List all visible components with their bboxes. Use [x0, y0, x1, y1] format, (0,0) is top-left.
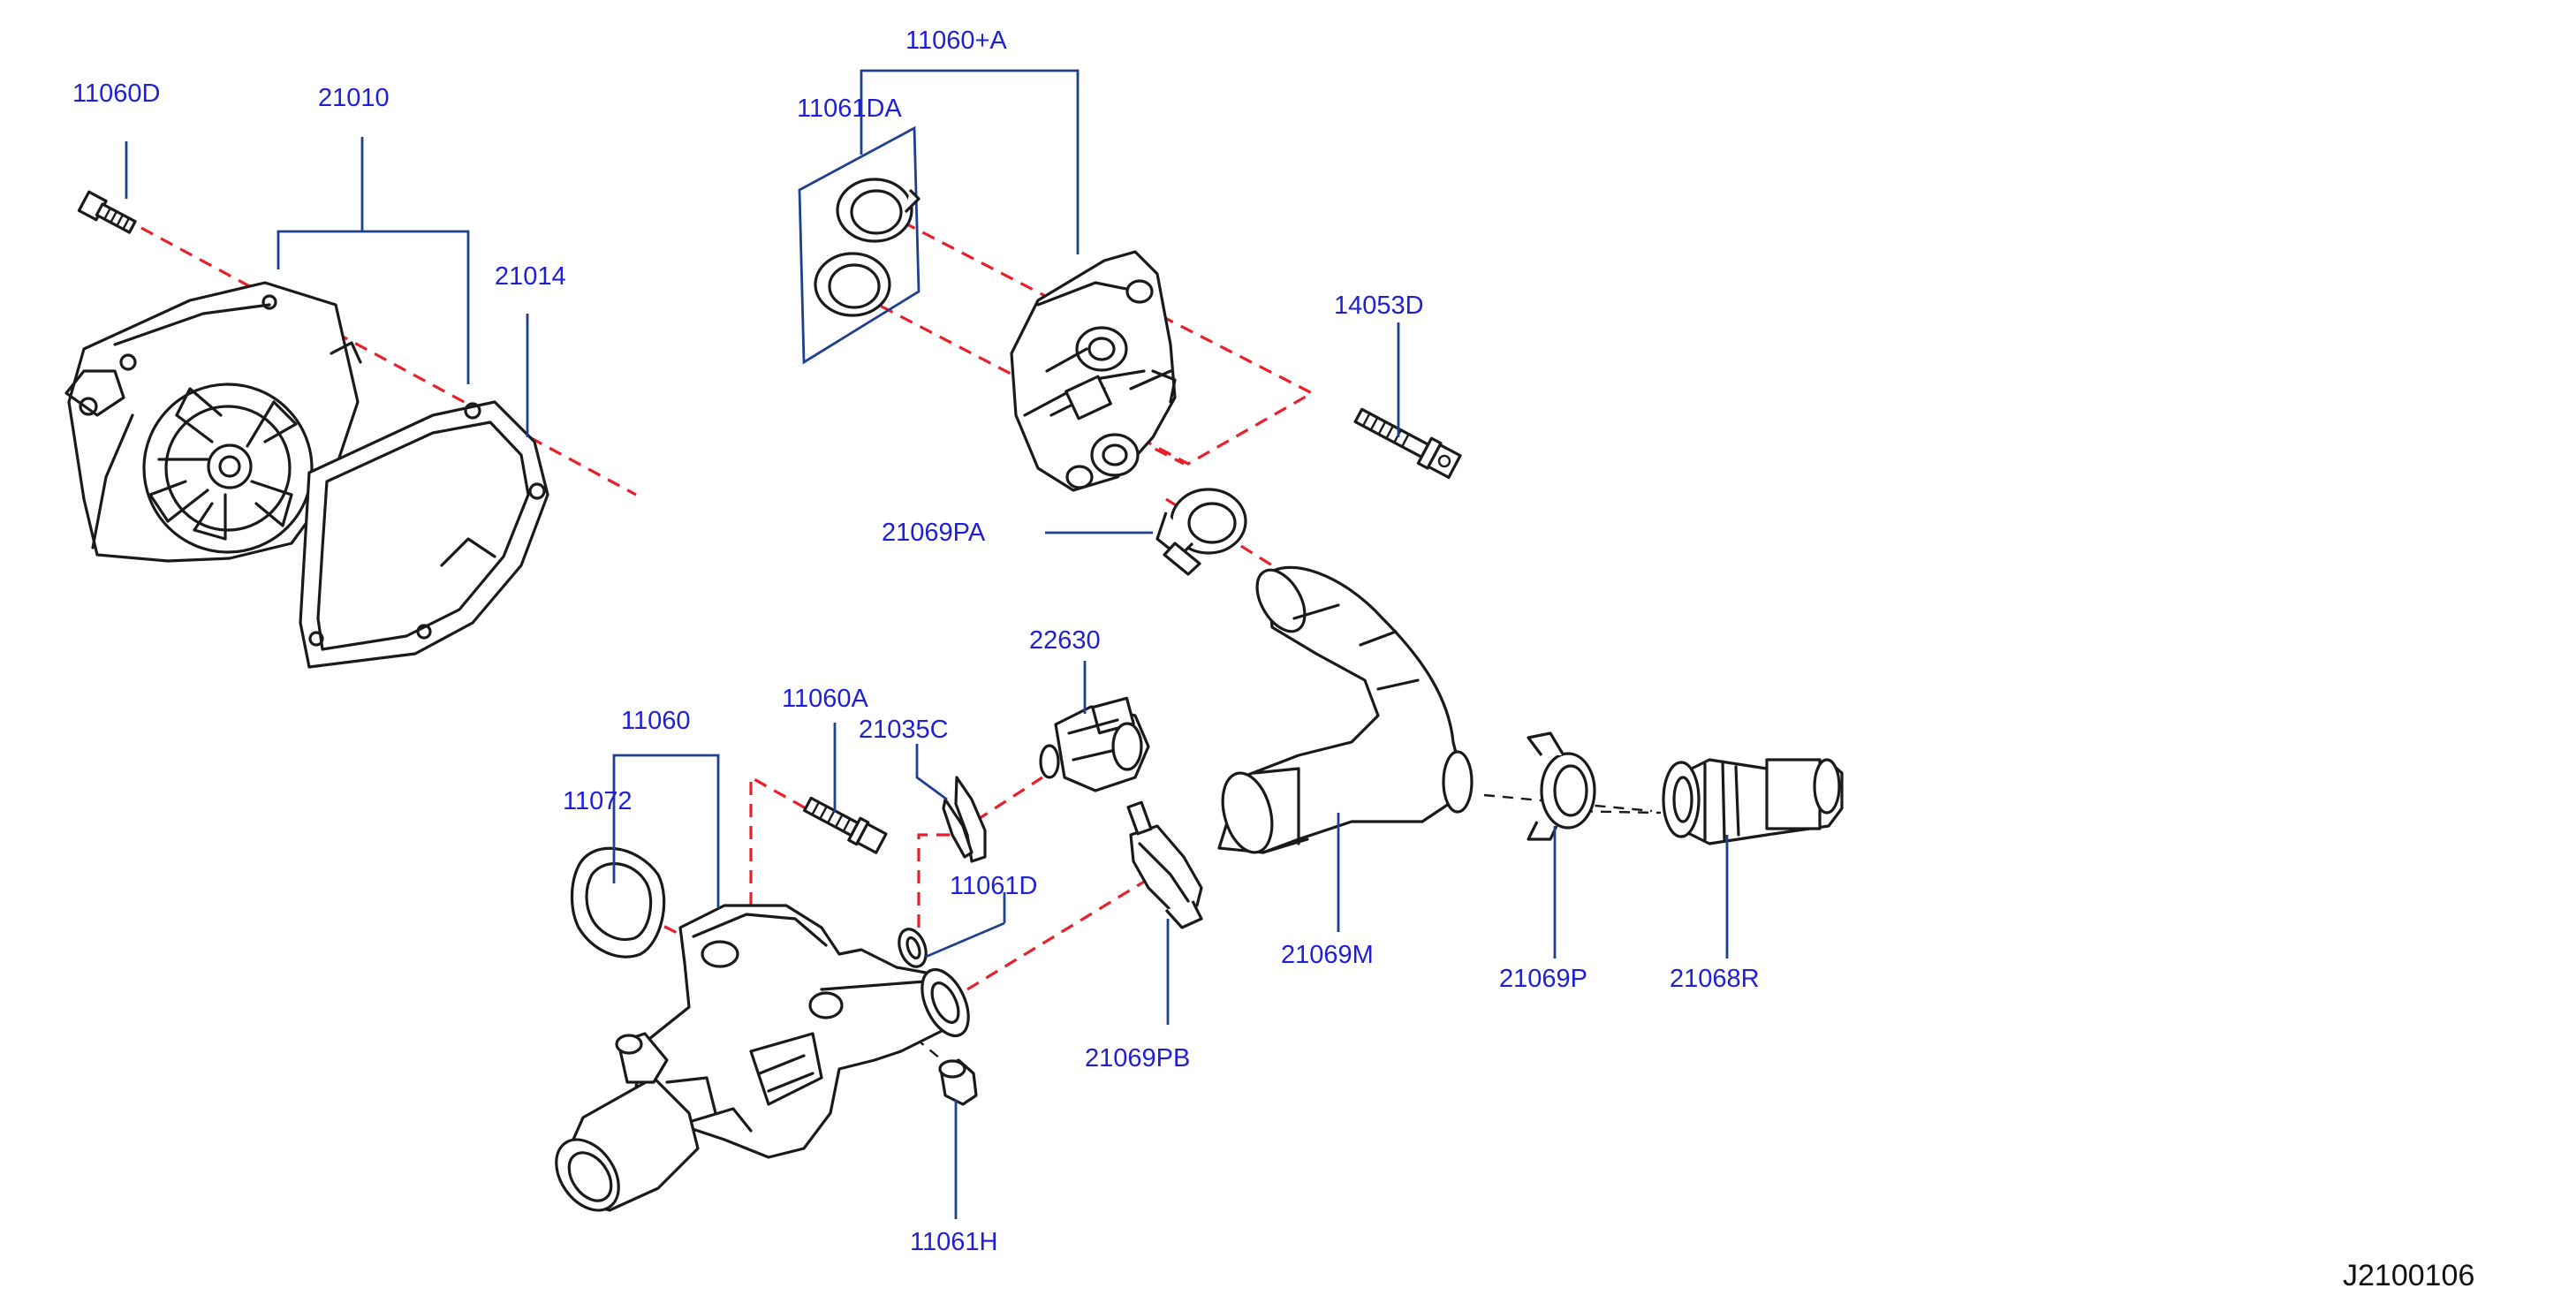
label-11060: 11060	[621, 707, 691, 735]
label-21014: 21014	[495, 262, 566, 291]
label-21069P: 21069P	[1499, 965, 1587, 993]
diagram-code: J2100106	[2343, 1259, 2474, 1292]
dash-clamp-pb	[966, 877, 1149, 991]
clamp-21069PB	[1126, 800, 1203, 929]
sensor-22630	[1039, 696, 1150, 792]
hose-21069M	[1217, 565, 1474, 854]
dash-sensor	[917, 776, 1043, 928]
dash-bolt-left	[749, 775, 822, 950]
plug-11061H	[938, 1058, 978, 1106]
part-labels: 11060D 21010 21014 11060+A 11061DA 14053…	[72, 27, 1760, 1256]
label-21069M: 21069M	[1281, 941, 1374, 969]
clamp-21069PA	[1155, 488, 1247, 576]
fitting-21068R	[1662, 758, 1844, 845]
oring-11061D	[898, 928, 928, 968]
dash-clamp-p-r	[1563, 809, 1662, 815]
water-pump-21010	[64, 281, 362, 563]
label-11072: 11072	[563, 787, 633, 815]
dash-bolt-housing	[1112, 294, 1315, 466]
label-21069PA: 21069PA	[882, 519, 986, 547]
gasket-21014	[299, 400, 549, 669]
gasket-11072	[570, 846, 666, 959]
label-11061H: 11061H	[910, 1228, 997, 1256]
label-21069PB: 21069PB	[1085, 1044, 1190, 1072]
label-21035C: 21035C	[859, 716, 949, 744]
label-21010: 21010	[318, 84, 390, 112]
label-11060-plus-A: 11060+A	[905, 27, 1007, 55]
label-14053D: 14053D	[1334, 292, 1424, 320]
thermostat-housing-11060A	[1010, 250, 1177, 492]
label-11061D: 11061D	[950, 872, 1037, 900]
orings-11061DA	[798, 125, 921, 365]
leader-lines	[125, 69, 1729, 1219]
label-11060A: 11060A	[782, 685, 868, 713]
clip-21035C	[942, 776, 987, 863]
label-22630: 22630	[1029, 626, 1101, 655]
label-11060D: 11060D	[72, 80, 160, 108]
bolt-11060A	[803, 796, 888, 854]
label-11061DA: 11061DA	[797, 95, 902, 123]
label-21068R: 21068R	[1670, 965, 1760, 993]
dash-bolt-pump	[140, 226, 637, 496]
thermostat-housing-11060	[555, 904, 970, 1212]
bolt-11060D	[77, 190, 137, 234]
bolt-14053D	[1353, 407, 1462, 480]
clamp-21069P	[1527, 731, 1596, 841]
